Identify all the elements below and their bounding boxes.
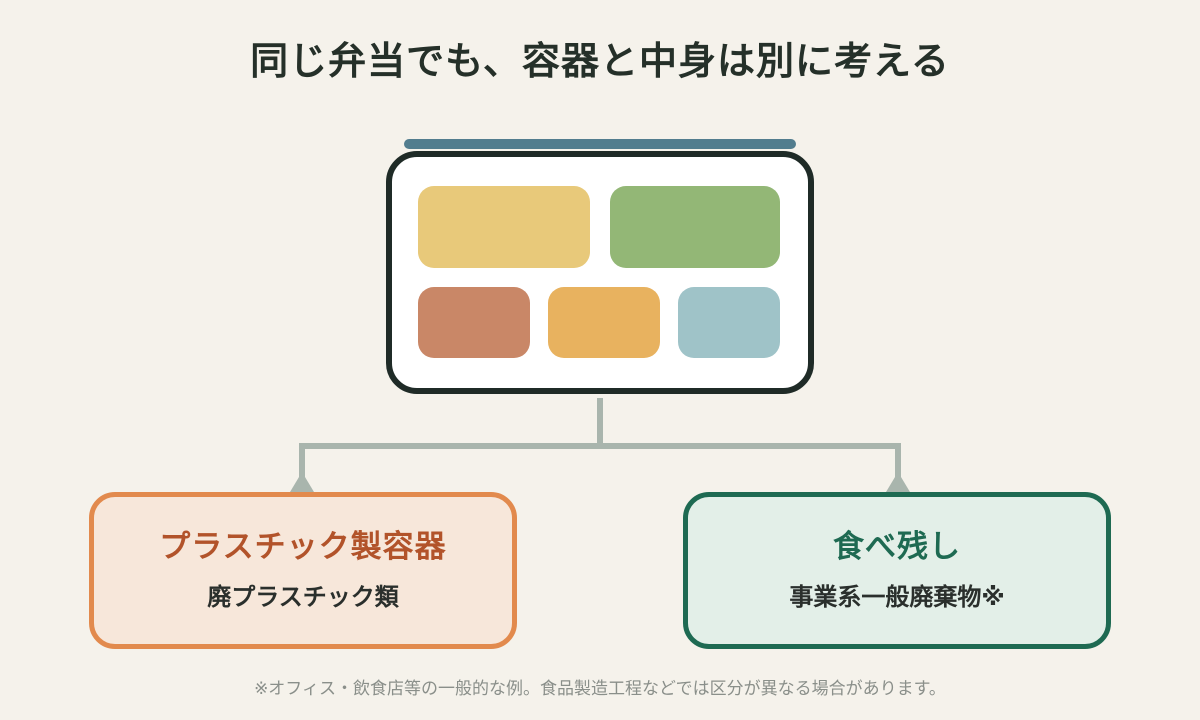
split-connector bbox=[299, 398, 901, 484]
arrow-right-icon bbox=[886, 472, 910, 492]
container-category-title: プラスチック製容器 bbox=[159, 529, 447, 565]
compartment-green bbox=[610, 186, 780, 268]
arrow-left-icon bbox=[290, 472, 314, 492]
compartment-yellow bbox=[418, 186, 590, 268]
compartment-orange bbox=[548, 287, 660, 358]
leftover-category-subtitle: 事業系一般廃棄物※ bbox=[789, 583, 1005, 611]
leftover-category-box: 食べ残し 事業系一般廃棄物※ bbox=[683, 492, 1111, 649]
footnote: ※オフィス・飲食店等の一般的な例。食品製造工程などでは区分が異なる場合があります… bbox=[254, 679, 946, 699]
page-title: 同じ弁当でも、容器と中身は別に考える bbox=[250, 39, 950, 83]
compartment-terracotta bbox=[418, 287, 530, 358]
container-category-box: プラスチック製容器 廃プラスチック類 bbox=[89, 492, 517, 649]
compartment-blue bbox=[678, 287, 780, 358]
container-category-subtitle: 廃プラスチック類 bbox=[207, 583, 399, 611]
leftover-category-title: 食べ残し bbox=[833, 529, 961, 565]
